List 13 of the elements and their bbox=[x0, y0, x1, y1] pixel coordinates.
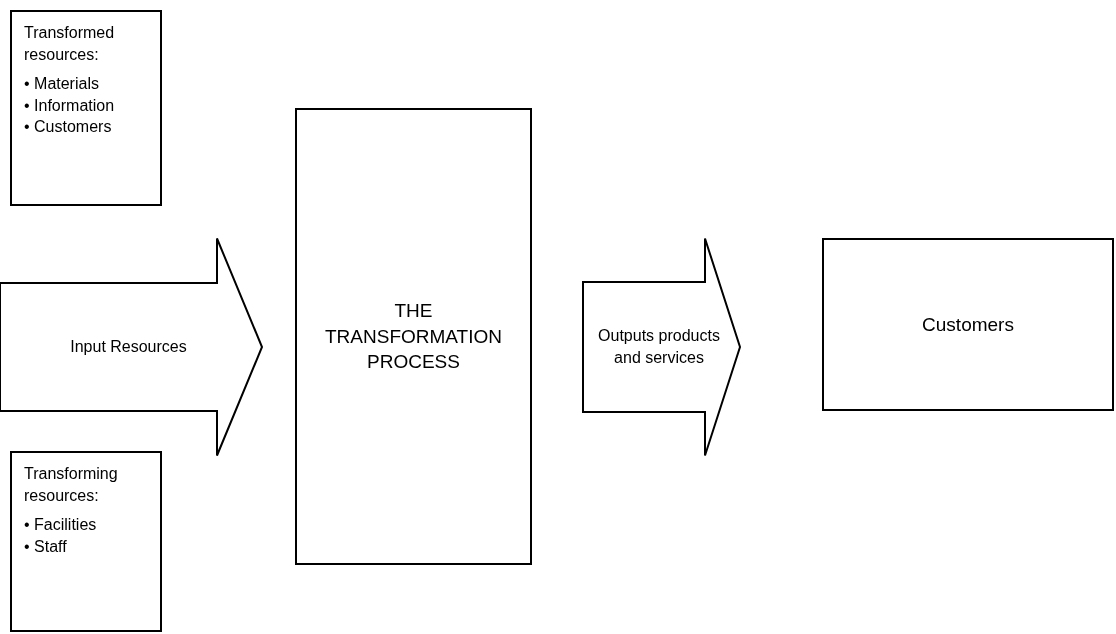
list-item: • Facilities bbox=[24, 515, 97, 536]
list-item: • Customers bbox=[24, 117, 112, 138]
resource-box bbox=[10, 451, 162, 632]
box-label: Customers bbox=[922, 312, 1014, 337]
box-heading: Transforming resources: bbox=[24, 464, 119, 506]
box-label: THE TRANSFORMATION PROCESS bbox=[324, 299, 503, 375]
list-item: • Staff bbox=[24, 536, 67, 557]
list-item: • Materials bbox=[24, 74, 99, 95]
customer-box bbox=[822, 238, 1114, 411]
list-item: • Information bbox=[24, 95, 115, 116]
box-heading: Transformed resources: bbox=[24, 23, 116, 65]
process-box bbox=[295, 108, 532, 565]
resource-box bbox=[10, 10, 162, 206]
